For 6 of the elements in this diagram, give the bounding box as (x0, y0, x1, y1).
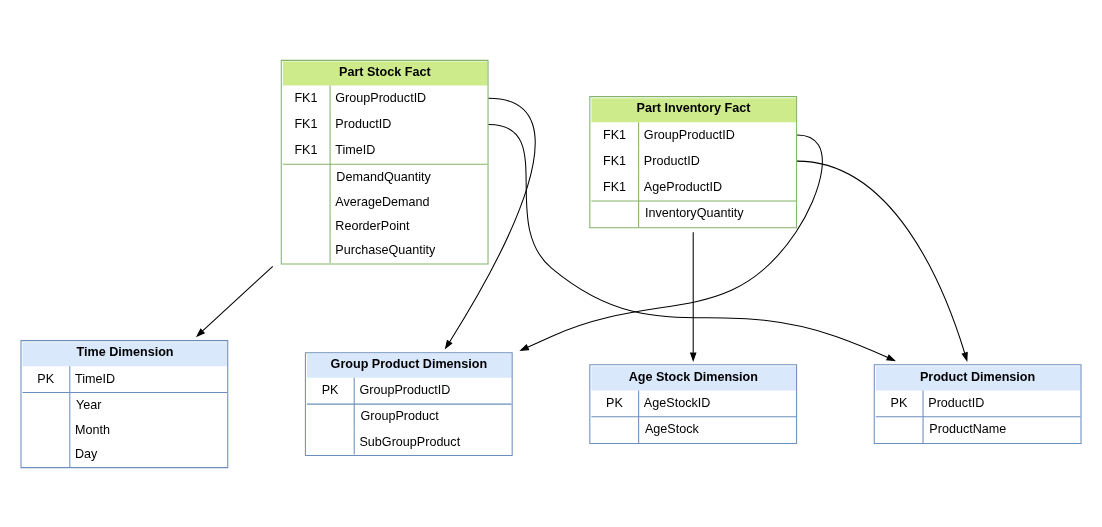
arrow (689, 231, 697, 362)
arrow (488, 123, 896, 361)
arrow (444, 97, 536, 350)
arrow (519, 133, 823, 351)
arrow (796, 160, 968, 362)
arrow (195, 265, 274, 337)
